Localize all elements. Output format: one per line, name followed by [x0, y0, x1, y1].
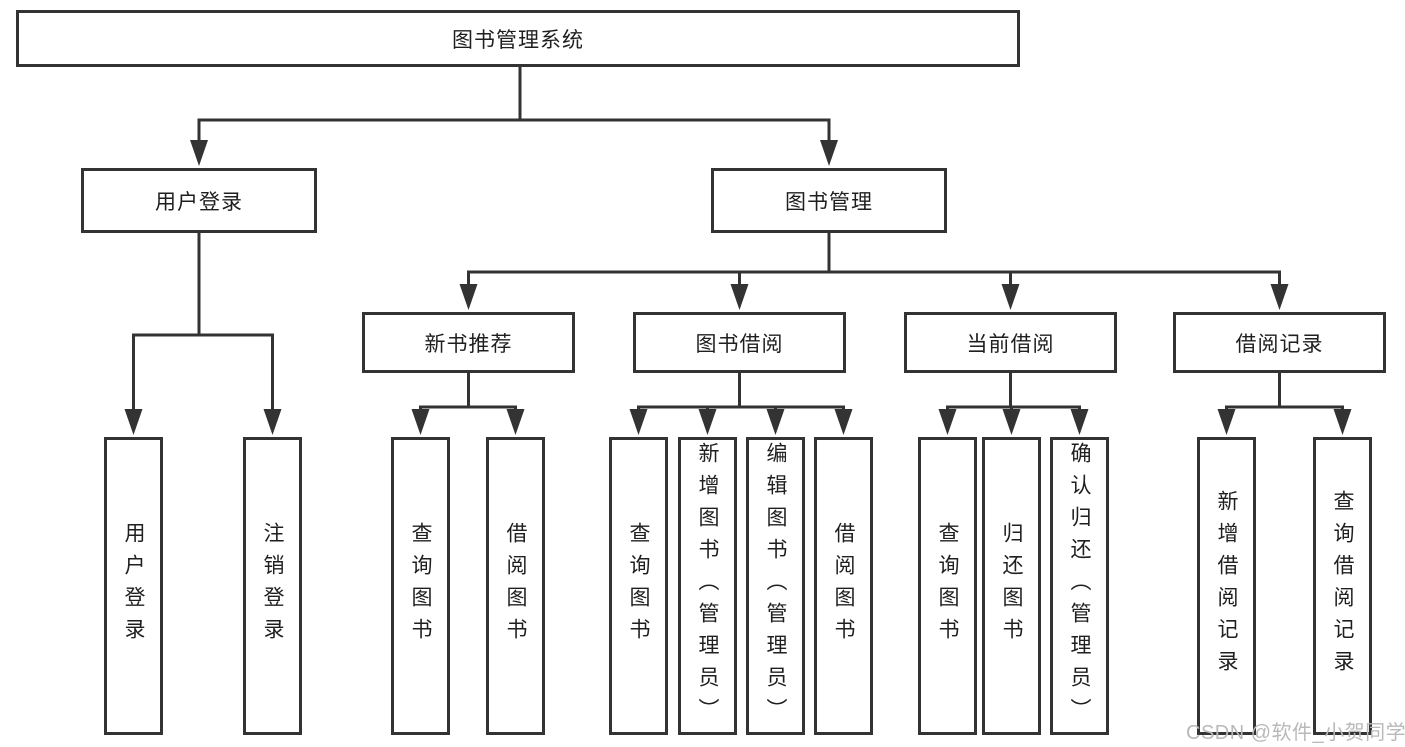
node-leaf-edit-book-admin: 编辑图书（管理员） [746, 437, 805, 735]
connector-book-management-group [459, 233, 1289, 310]
connector-book-borrow-group [629, 373, 853, 435]
node-label: 当前借阅 [966, 332, 1055, 356]
node-label: 借阅图书 [504, 522, 527, 650]
node-label: 归还图书 [1000, 522, 1023, 650]
node-label: 查询借阅记录 [1331, 490, 1354, 682]
node-label: 借阅记录 [1235, 332, 1324, 356]
node-user-login: 用户登录 [81, 168, 317, 233]
connector-borrow-records-group [1217, 373, 1352, 435]
connector-root-to-level2 [190, 67, 838, 166]
node-leaf-query-books-2: 查询图书 [609, 437, 668, 735]
node-label: 用户登录 [122, 522, 145, 650]
node-leaf-borrow-books-1: 借阅图书 [486, 437, 545, 735]
node-leaf-user-login: 用户登录 [104, 437, 163, 735]
node-leaf-query-books-3: 查询图书 [918, 437, 977, 735]
node-leaf-borrow-books-2: 借阅图书 [814, 437, 873, 735]
node-label: 借阅图书 [832, 522, 855, 650]
node-leaf-confirm-return-admin: 确认归还（管理员） [1050, 437, 1109, 735]
node-leaf-return-books: 归还图书 [982, 437, 1041, 735]
node-root-library-system: 图书管理系统 [16, 10, 1020, 67]
connector-user-login-group [124, 233, 282, 435]
node-label: 查询图书 [627, 522, 650, 650]
node-label: 新增借阅记录 [1215, 490, 1238, 682]
node-leaf-query-books-1: 查询图书 [391, 437, 450, 735]
node-label: 新增图书（管理员） [696, 442, 719, 730]
node-leaf-logout: 注销登录 [243, 437, 302, 735]
node-label: 用户登录 [155, 190, 243, 214]
node-label: 编辑图书（管理员） [764, 442, 787, 730]
node-label: 查询图书 [936, 522, 959, 650]
node-leaf-add-book-admin: 新增图书（管理员） [678, 437, 737, 735]
node-current-borrowing: 当前借阅 [904, 312, 1117, 373]
node-label: 确认归还（管理员） [1068, 442, 1091, 730]
connector-current-borrow-group [938, 373, 1089, 435]
node-new-book-recommend: 新书推荐 [362, 312, 575, 373]
node-label: 图书管理 [785, 190, 873, 214]
node-label: 新书推荐 [424, 332, 513, 356]
node-label: 查询图书 [409, 522, 432, 650]
node-label: 图书借阅 [695, 332, 784, 356]
csdn-watermark: CSDN @软件_小贺同学 [1186, 722, 1405, 744]
node-book-borrowing: 图书借阅 [633, 312, 846, 373]
node-leaf-query-borrow-record: 查询借阅记录 [1313, 437, 1372, 735]
node-leaf-add-borrow-record: 新增借阅记录 [1197, 437, 1256, 735]
node-label: 图书管理系统 [452, 28, 584, 52]
node-borrow-records: 借阅记录 [1173, 312, 1386, 373]
node-book-management: 图书管理 [711, 168, 947, 233]
node-label: 注销登录 [261, 522, 284, 650]
connector-new-book-group [411, 373, 525, 435]
